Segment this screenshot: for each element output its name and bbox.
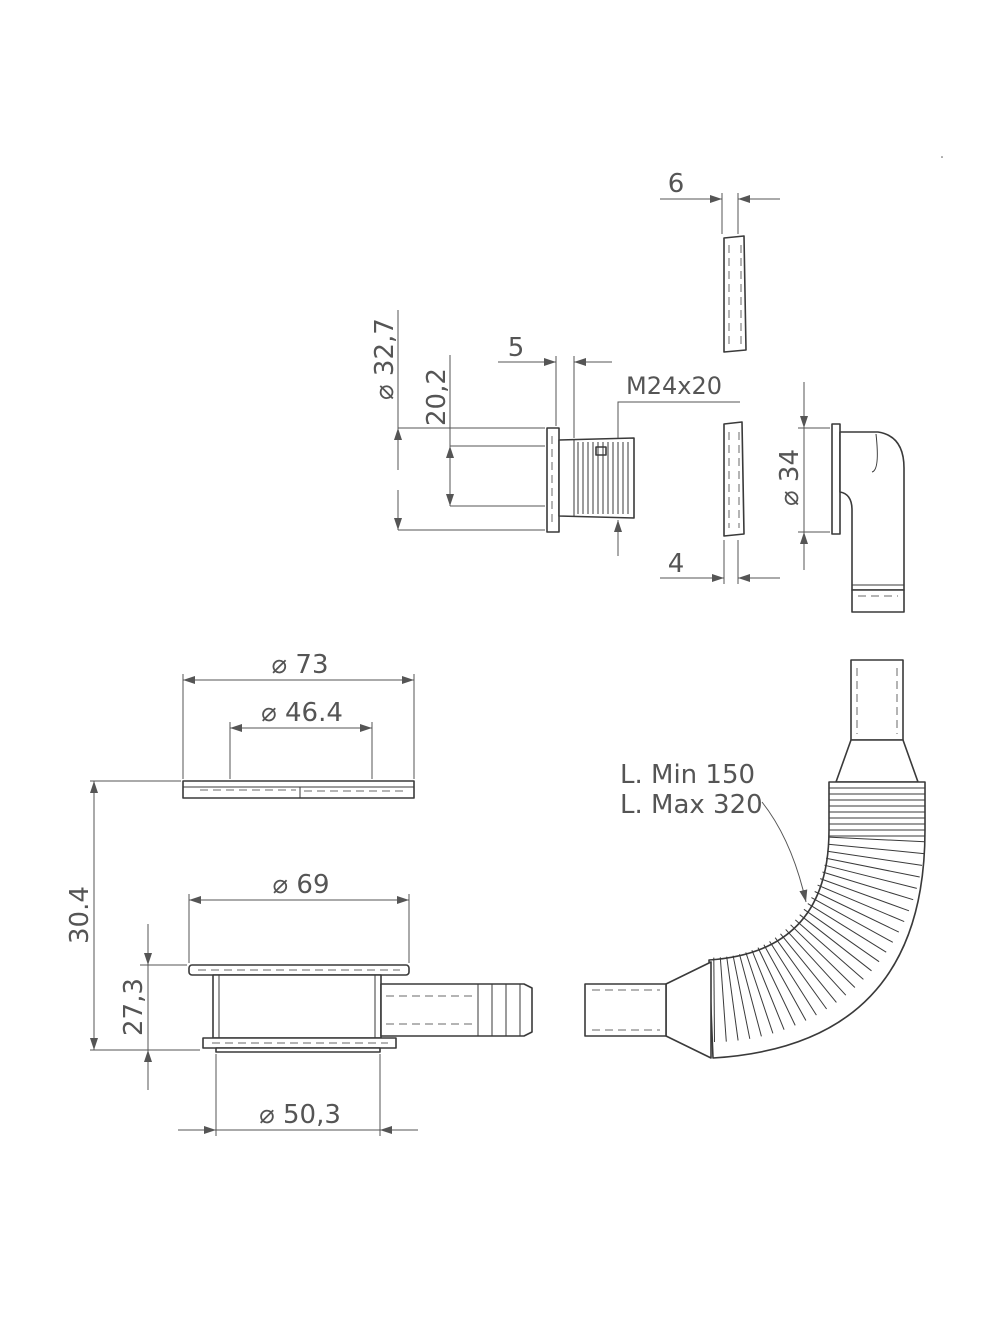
total-height-dimension: 30.4 <box>65 780 200 1051</box>
cover-diameter-label: ⌀ 73 <box>271 650 328 680</box>
hose-length-max-label: L. Max 320 <box>620 790 763 820</box>
flexible-hose-part <box>584 659 926 1059</box>
flange-thickness-label: 5 <box>508 333 525 363</box>
washer-part <box>723 421 745 537</box>
washer-thickness-dimension: 4 <box>660 540 780 584</box>
thread-callout: M24x20 <box>614 372 740 556</box>
inner-diameter-small-label: 20,2 <box>422 368 452 426</box>
inner-diameter-20-dimension: 20,2 <box>422 355 545 507</box>
outer-diameter-small-label: ⌀ 32,7 <box>370 318 400 400</box>
nut-thickness-dimension: 6 <box>660 169 780 234</box>
body-diameter-dimension: ⌀ 69 <box>188 870 410 963</box>
elbow-diameter-dimension: ⌀ 34 <box>775 382 830 570</box>
drawing-speck <box>941 156 943 158</box>
cover-inner-diameter-dimension: ⌀ 46.4 <box>229 698 373 779</box>
nut-part <box>723 235 747 353</box>
threaded-connector-part <box>546 427 635 533</box>
elbow-part <box>831 423 905 613</box>
cover-part <box>182 780 415 799</box>
trap-body-part <box>188 964 533 1053</box>
body-bottom-diameter-dimension: ⌀ 50,3 <box>178 1054 418 1136</box>
elbow-diameter-label: ⌀ 34 <box>775 449 805 506</box>
body-height-dimension: 27,3 <box>119 924 200 1090</box>
body-height-label: 27,3 <box>119 978 149 1036</box>
thread-label: M24x20 <box>626 372 722 400</box>
total-height-label: 30.4 <box>65 886 95 944</box>
nut-thickness-label: 6 <box>668 169 685 199</box>
body-bottom-diameter-label: ⌀ 50,3 <box>259 1100 341 1130</box>
cover-inner-diameter-label: ⌀ 46.4 <box>261 698 343 728</box>
hose-length-callout: L. Min 150 L. Max 320 <box>620 760 808 903</box>
flange-thickness-dimension: 5 <box>498 333 612 438</box>
washer-thickness-label: 4 <box>668 549 685 579</box>
hose-length-min-label: L. Min 150 <box>620 760 755 790</box>
body-diameter-label: ⌀ 69 <box>272 870 329 900</box>
cover-diameter-dimension: ⌀ 73 <box>182 650 415 779</box>
outer-diameter-32-dimension: ⌀ 32,7 <box>370 310 545 531</box>
